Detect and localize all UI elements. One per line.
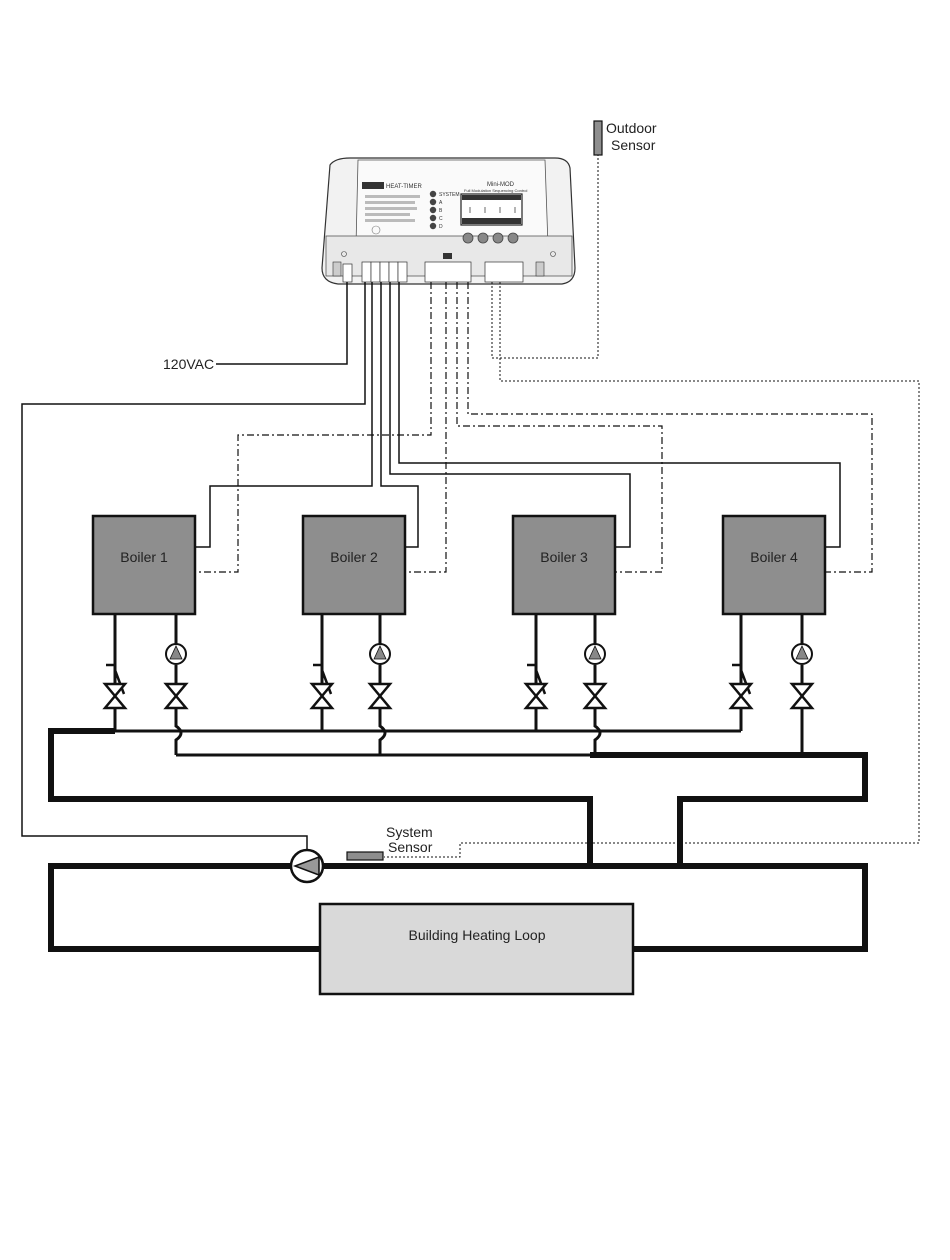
outdoor-sensor-icon [594,121,602,155]
boiler-3-label: Boiler 3 [540,549,588,565]
led-d [430,223,436,229]
controller-terminals [343,262,523,282]
led-b [430,207,436,213]
controller-button-3 [493,233,503,243]
boiler2-modulation-wire [405,282,446,572]
led-system [430,191,436,197]
system-pump-icon [291,850,323,882]
boiler1-enable-wire [195,282,372,547]
controller-button-1 [463,233,473,243]
boiler-2-piping [312,614,390,755]
isolation-valve-icon [105,684,125,708]
heating-loop-label: Building Heating Loop [409,927,546,943]
boiler-3: Boiler 3 [513,516,615,614]
system-sensor-wire [384,282,919,857]
return-header [590,755,865,866]
isolation-valve-icon [792,684,812,708]
power-wire [216,282,347,364]
isolation-valve-icon [166,684,186,708]
svg-text:SYSTEM: SYSTEM [439,192,460,198]
controller-button-4 [508,233,518,243]
isolation-valve-icon [731,684,751,708]
led-c [430,215,436,221]
boiler-2-label: Boiler 2 [330,549,378,565]
boiler-4: Boiler 4 [723,516,825,614]
system-sensor-label-line1: System [386,824,433,840]
isolation-valve-icon [526,684,546,708]
supply-header [51,731,590,866]
led-a [430,199,436,205]
controller-logo [362,182,384,189]
boiler-4-piping [731,614,812,755]
controller: HEAT-TIMER Mini-MOD Full Modulation Sequ… [322,158,575,284]
building-heating-loop: Building Heating Loop [320,904,633,994]
system-sensor-label-line2: Sensor [388,839,433,855]
controller-brand: HEAT-TIMER [386,184,423,190]
power-label: 120VAC [163,356,214,372]
boiler-1-piping [105,614,186,755]
boiler-1: Boiler 1 [93,516,195,614]
boiler-3-piping [526,614,605,755]
isolation-valve-icon [370,684,390,708]
svg-text:D: D [439,224,443,230]
outdoor-sensor-label-line1: Outdoor [606,120,657,136]
controller-subtitle: Full Modulation Sequencing Control [464,188,527,193]
svg-text:C: C [439,216,443,222]
system-sensor-icon [347,852,383,860]
boiler-2: Boiler 2 [303,516,405,614]
isolation-valve-icon [585,684,605,708]
outdoor-sensor-label-line2: Sensor [611,137,656,153]
boiler-4-label: Boiler 4 [750,549,798,565]
isolation-valve-icon [312,684,332,708]
boiler-1-label: Boiler 1 [120,549,168,565]
controller-button-2 [478,233,488,243]
